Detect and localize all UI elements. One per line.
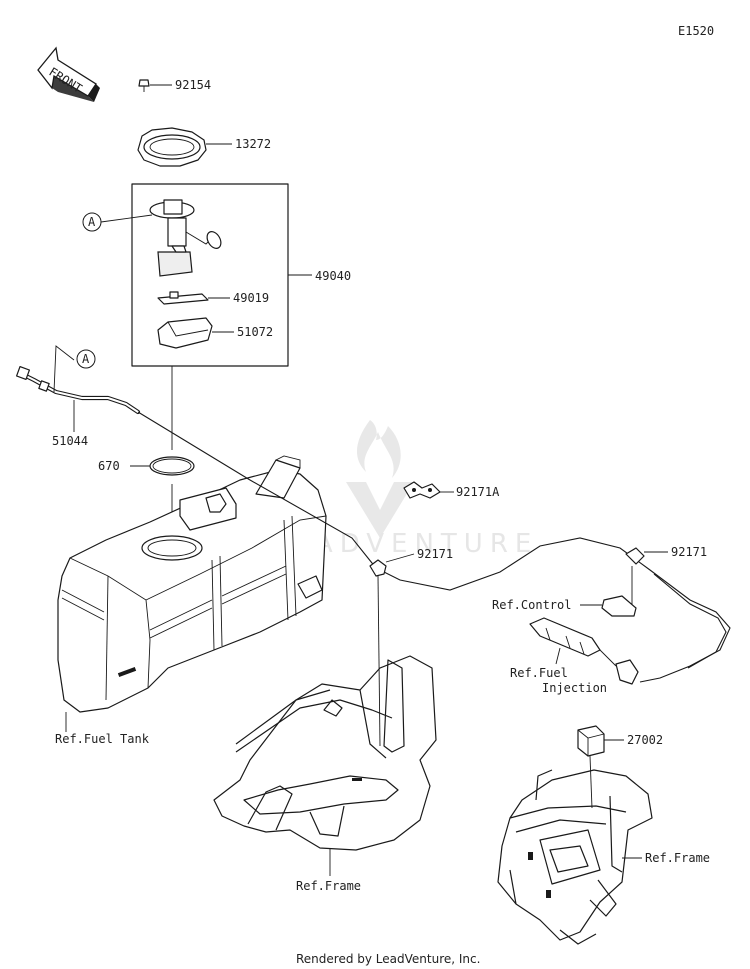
- label-ref-frame-right: Ref.Frame: [645, 851, 710, 865]
- label-ref-fuel-tank: Ref.Fuel Tank: [55, 732, 150, 746]
- relay-27002: 27002: [577, 725, 663, 809]
- label-49019: 49019: [233, 291, 269, 305]
- fuel-tank: Ref.Fuel Tank: [55, 455, 327, 746]
- label-ref-frame-center: Ref.Frame: [296, 879, 361, 893]
- clip-92171A: 92171A: [403, 481, 500, 499]
- clip-92171-right: 92171: [625, 545, 707, 606]
- assembly-box-49040: 49040: [131, 183, 351, 367]
- label-51072: 51072: [237, 325, 273, 339]
- diagram-id: E1520: [678, 24, 714, 38]
- label-13272: 13272: [235, 137, 271, 151]
- callout-a-1: A: [88, 215, 96, 229]
- label-670: 670: [98, 459, 120, 473]
- frame-center: Ref.Frame: [213, 655, 437, 893]
- clip-92171-center: 92171: [369, 547, 453, 747]
- label-ref-fuel-injection: Injection: [542, 681, 607, 695]
- front-arrow-icon: FRONT: [37, 46, 100, 102]
- label-92171-center: 92171: [417, 547, 453, 561]
- label-92171-right: 92171: [671, 545, 707, 559]
- fuel-pump: A: [82, 199, 222, 277]
- frame-right: Ref.Frame: [497, 769, 710, 945]
- filter-49019: 49019: [157, 291, 269, 305]
- oring-670: 670: [98, 456, 195, 476]
- label-27002: 27002: [627, 733, 663, 747]
- fuel-injection-rail: Ref.Fuel Injection: [510, 617, 639, 695]
- retainer-13272: 13272: [137, 127, 271, 167]
- label-ref-control: Ref.Control: [492, 598, 571, 612]
- footer-credit: Rendered by LeadVenture, Inc.: [296, 952, 480, 966]
- strainer-51072: 51072: [157, 317, 273, 349]
- control-bracket: Ref.Control: [492, 595, 637, 617]
- label-51044: 51044: [52, 434, 88, 448]
- label-ref-fuel: Ref.Fuel: [510, 666, 568, 680]
- label-92154: 92154: [175, 78, 211, 92]
- screw-92154: 92154: [138, 78, 211, 92]
- label-92171A: 92171A: [456, 485, 500, 499]
- label-49040: 49040: [315, 269, 351, 283]
- hose-51044: A 51044: [15, 345, 141, 448]
- callout-a-2: A: [82, 352, 90, 366]
